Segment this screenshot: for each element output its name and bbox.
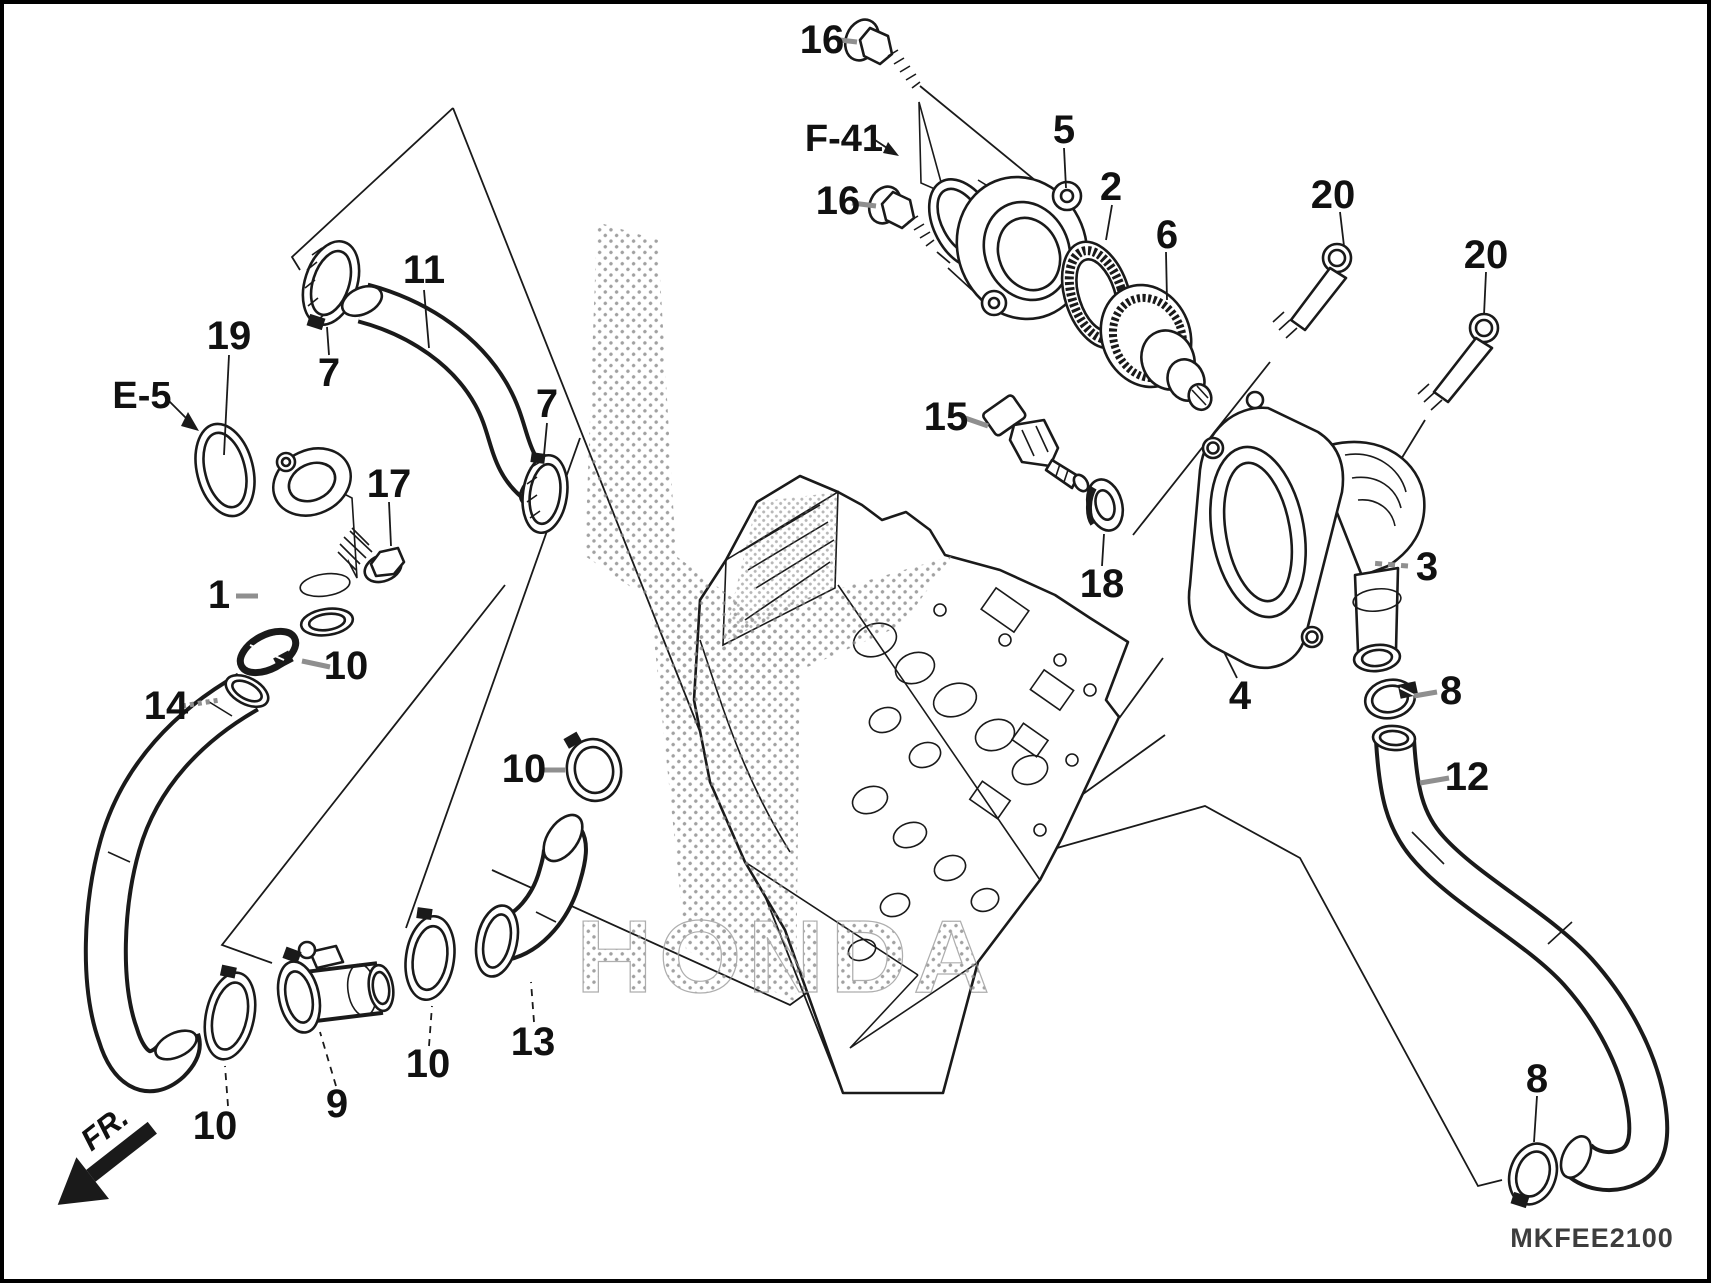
callout-15[interactable]: 15 <box>924 395 969 439</box>
callout-10-a[interactable]: 10 <box>324 644 369 688</box>
watermark-text: HONDA <box>576 899 996 1014</box>
callout-18[interactable]: 18 <box>1080 562 1125 606</box>
part-clamp-7-right <box>521 452 569 535</box>
callout-11[interactable]: 11 <box>403 248 445 292</box>
part-cover-5 <box>927 175 1089 321</box>
callout-20-left[interactable]: 20 <box>1311 173 1356 217</box>
part-clamp-8-bottom <box>1507 1142 1559 1209</box>
f41-pointer-triangle <box>918 101 946 195</box>
callout-10-b[interactable]: 10 <box>502 747 547 791</box>
diagram-code: MKFEE2100 <box>1510 1223 1674 1253</box>
part-bolt-16-lower <box>867 185 935 247</box>
callout-labels: 16 16 5 2 6 20 20 19 7 11 7 17 15 18 3 1… <box>112 18 1548 1148</box>
part-clamp-10-c <box>404 907 456 1002</box>
part-clamp-7-left <box>301 240 361 331</box>
part-housing-3 <box>1187 390 1426 673</box>
part-hose-13 <box>474 813 588 978</box>
callout-8-bottom[interactable]: 8 <box>1526 1057 1548 1101</box>
callout-14[interactable]: 14 <box>144 684 189 728</box>
callout-13[interactable]: 13 <box>511 1020 556 1064</box>
part-clamp-10-b <box>563 731 623 803</box>
part-clamp-10-a <box>236 627 300 677</box>
callout-1[interactable]: 1 <box>208 573 230 617</box>
callout-7-left[interactable]: 7 <box>318 351 340 395</box>
part-bolt-20-left <box>1272 242 1353 339</box>
part-pipe-9 <box>276 940 395 1034</box>
part-oring-19 <box>194 422 256 518</box>
part-clamp-10-d <box>203 964 257 1061</box>
callout-17[interactable]: 17 <box>367 462 412 506</box>
callout-10-d[interactable]: 10 <box>193 1104 238 1148</box>
callout-8-top[interactable]: 8 <box>1440 669 1462 713</box>
part-fitting-1 <box>272 447 358 637</box>
part-hose-14 <box>83 672 270 1094</box>
part-bolt-16-top <box>843 18 921 89</box>
callout-3[interactable]: 3 <box>1416 545 1438 589</box>
callout-5[interactable]: 5 <box>1053 108 1075 152</box>
callout-19[interactable]: 19 <box>207 314 252 358</box>
part-sensor-15 <box>982 394 1090 493</box>
part-thermostat-6 <box>1099 283 1213 412</box>
callout-9[interactable]: 9 <box>326 1082 348 1126</box>
callout-20-right[interactable]: 20 <box>1464 233 1509 277</box>
callout-10-c[interactable]: 10 <box>406 1042 451 1086</box>
callout-16-lower[interactable]: 16 <box>816 179 861 223</box>
callout-12[interactable]: 12 <box>1445 755 1490 799</box>
ref-link-e5[interactable]: E-5 <box>112 375 171 417</box>
part-washer-18 <box>1085 478 1125 532</box>
part-hose-12 <box>1371 724 1670 1193</box>
front-direction-arrow: FR. <box>57 1099 157 1205</box>
ref-link-f41[interactable]: F-41 <box>805 118 883 160</box>
callout-2[interactable]: 2 <box>1100 165 1122 209</box>
callout-16-top[interactable]: 16 <box>800 18 845 62</box>
callout-6[interactable]: 6 <box>1156 213 1178 257</box>
callout-leaders <box>167 37 1538 1143</box>
part-clamp-8-top <box>1363 678 1419 720</box>
part-bolt-17 <box>337 527 406 584</box>
callout-4[interactable]: 4 <box>1229 674 1252 718</box>
honda-watermark: HONDA <box>575 222 996 1015</box>
callout-7-right[interactable]: 7 <box>536 382 558 426</box>
part-bolt-20-right <box>1417 312 1500 411</box>
